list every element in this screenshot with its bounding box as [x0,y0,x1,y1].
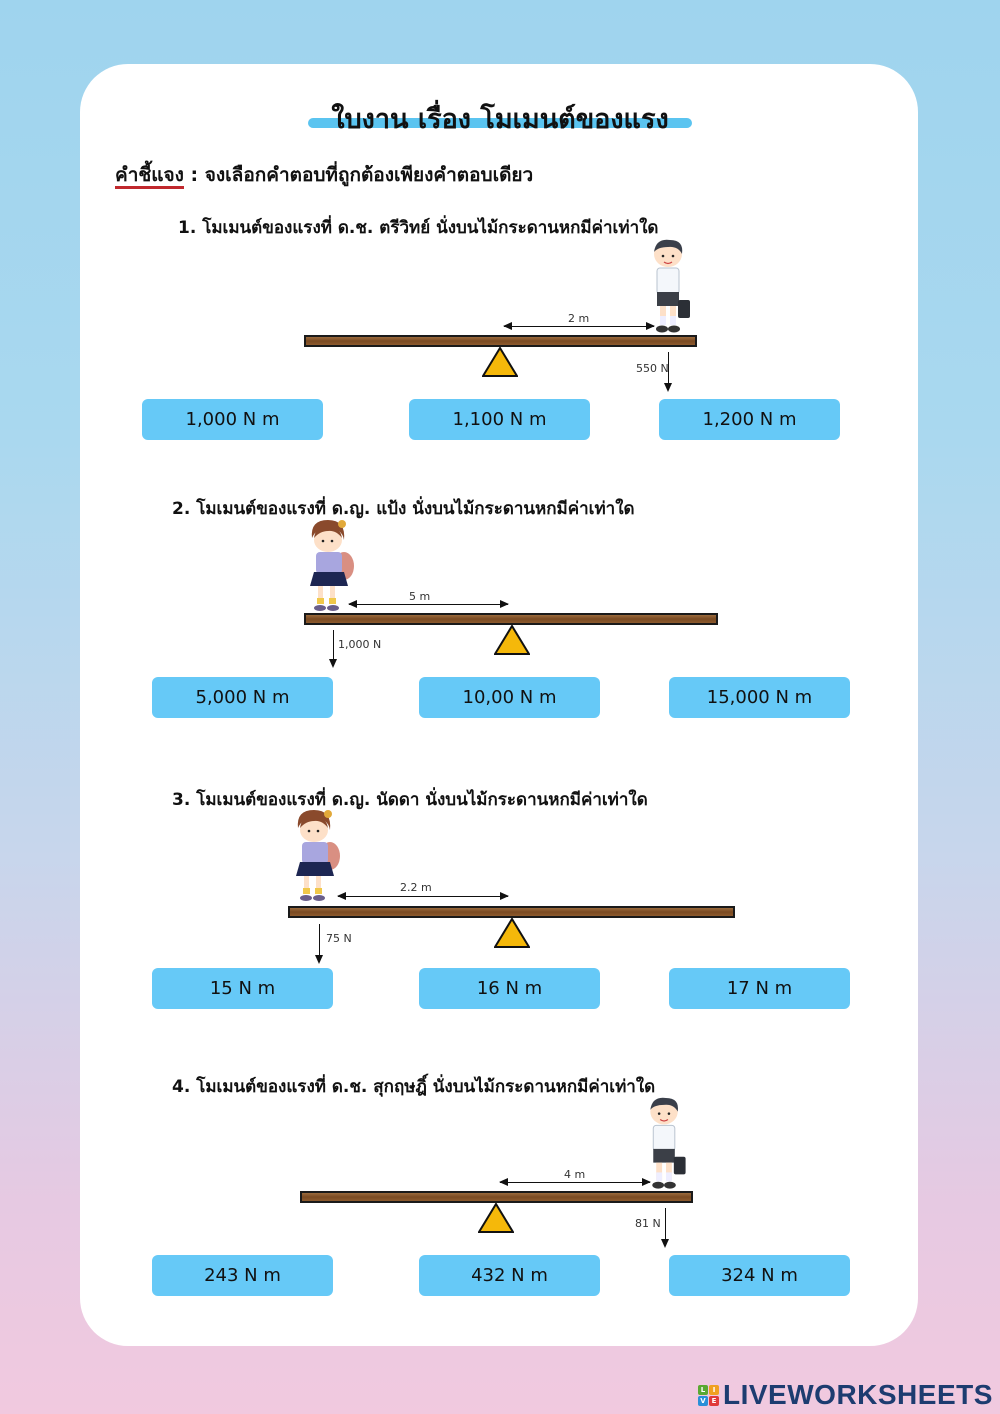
page-title: ใบงาน เรื่อง โมเมนต์ของแรง [331,104,669,135]
question-3-text: 3. โมเมนต์ของแรงที่ ด.ญ. นัดดา นั่งบนไม้… [172,790,648,810]
liveworksheets-logo[interactable]: L I V E LIVEWORKSHEETS [698,1379,993,1410]
distance-label-3: 2.2 m [400,881,432,894]
seesaw-plank-4 [300,1191,693,1203]
instruction-separator: : [183,164,205,186]
force-label-1: 550 N [636,362,669,375]
q4-choice-2[interactable]: 432 N m [419,1255,600,1296]
distance-label-1: 2 m [568,312,590,325]
girl-student-icon [310,520,354,611]
distance-label-2: 5 m [409,590,431,603]
seesaw-plank-3 [288,906,735,918]
distance-arrow-3 [337,892,509,900]
q3-choice-1[interactable]: 15 N m [152,968,333,1009]
force-arrow-1 [664,352,672,392]
q3-choice-3[interactable]: 17 N m [669,968,850,1009]
boy-student-icon [650,1097,686,1189]
force-label-2: 1,000 N [338,638,382,651]
force-arrow-4 [661,1208,669,1248]
q2-choice-2[interactable]: 10,00 N m [419,677,600,718]
q2-choice-3[interactable]: 15,000 N m [669,677,850,718]
force-arrow-3 [315,924,323,964]
logo-text: LIVEWORKSHEETS [723,1379,993,1410]
distance-arrow-4 [499,1178,651,1186]
question-2-text: 2. โมเมนต์ของแรงที่ ด.ญ. แป้ง นั่งบนไม้ก… [172,499,635,519]
fulcrum-triangle-3 [494,918,530,948]
instruction: คำชี้แจง : จงเลือกคำตอบที่ถูกต้องเพียงคำ… [115,160,533,190]
q1-choice-1[interactable]: 1,000 N m [142,399,323,440]
distance-arrow-1 [503,322,655,330]
title-block: ใบงาน เรื่อง โมเมนต์ของแรง [308,98,692,142]
distance-arrow-2 [348,600,509,608]
question-4-text: 4. โมเมนต์ของแรงที่ ด.ช. สุกฤษฎิ์ นั่งบน… [172,1077,656,1097]
instruction-label: คำชี้แจง [115,164,184,189]
question-1-text: 1. โมเมนต์ของแรงที่ ด.ช. ตรีวิทย์ นั่งบน… [178,218,659,238]
girl-student-icon [296,810,340,901]
seesaw-plank-1 [304,335,697,347]
fulcrum-triangle-4 [478,1203,514,1233]
logo-cubes-icon: L I V E [698,1384,719,1406]
fulcrum-triangle-1 [482,347,518,377]
q1-choice-2[interactable]: 1,100 N m [409,399,590,440]
fulcrum-triangle-2 [494,625,530,655]
force-label-4: 81 N [635,1217,661,1230]
q2-choice-1[interactable]: 5,000 N m [152,677,333,718]
q4-choice-1[interactable]: 243 N m [152,1255,333,1296]
q1-choice-3[interactable]: 1,200 N m [659,399,840,440]
force-arrow-2 [329,630,337,668]
seesaw-plank-2 [304,613,718,625]
instruction-text: จงเลือกคำตอบที่ถูกต้องเพียงคำตอบเดียว [204,164,534,186]
q4-choice-3[interactable]: 324 N m [669,1255,850,1296]
force-label-3: 75 N [326,932,352,945]
q3-choice-2[interactable]: 16 N m [419,968,600,1009]
title-highlight-bar [308,118,692,128]
distance-label-4: 4 m [564,1168,586,1181]
boy-student-icon [654,239,690,333]
